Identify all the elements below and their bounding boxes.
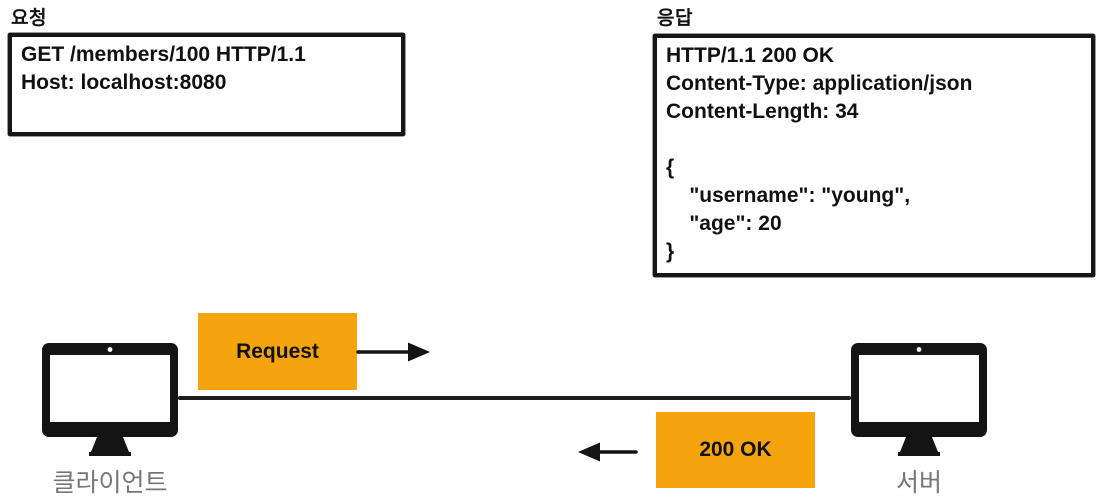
- server-label: 서버: [895, 469, 942, 497]
- request-badge: Request: [198, 313, 357, 390]
- response-message-box: HTTP/1.1 200 OK Content-Type: applicatio…: [653, 34, 1095, 277]
- response-section-title: 응답: [657, 8, 693, 29]
- response-badge-label: 200 OK: [699, 438, 772, 461]
- network-line: [178, 396, 851, 400]
- request-badge-label: Request: [236, 339, 319, 363]
- server-monitor-icon: [851, 343, 987, 456]
- response-badge: 200 OK: [656, 412, 815, 488]
- request-message-box: GET /members/100 HTTP/1.1 Host: localhos…: [8, 33, 405, 136]
- client-label: 클라이언트: [52, 469, 168, 497]
- response-message-text: HTTP/1.1 200 OK Content-Type: applicatio…: [666, 44, 973, 263]
- response-arrow-left-icon: [576, 439, 638, 470]
- client-monitor-icon: [42, 343, 178, 456]
- request-section-title: 요청: [11, 8, 47, 29]
- request-message-text: GET /members/100 HTTP/1.1 Host: localhos…: [21, 43, 306, 94]
- request-arrow-right-icon: [356, 339, 432, 370]
